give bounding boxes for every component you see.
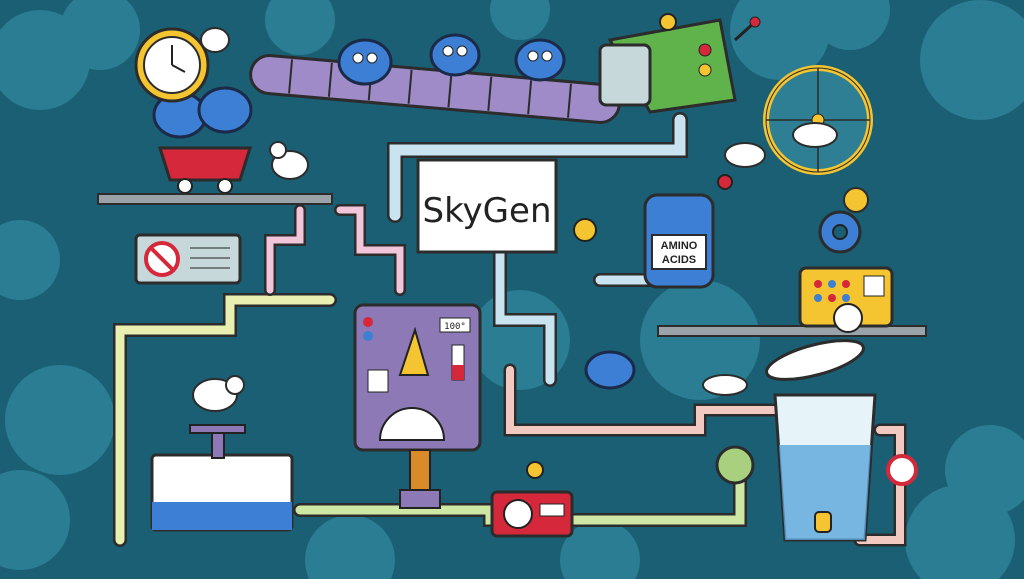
shelves (97, 193, 927, 337)
mine-cart (157, 146, 253, 194)
skygen-sign: SkyGen (416, 158, 558, 254)
blue-creatures (152, 33, 636, 390)
amino-acids-tank: AMINO ACIDS (643, 174, 733, 289)
panel-readout: 100° (444, 322, 466, 332)
lightbulb-icon (573, 218, 597, 242)
pipe-network (113, 112, 907, 547)
tank-label-line2: ACIDS (662, 254, 696, 266)
yellow-control-box (798, 266, 894, 333)
mice (192, 27, 838, 412)
green-valve (715, 445, 755, 485)
gear-icon (818, 187, 869, 254)
clock-icon (134, 27, 210, 103)
glass-jar (765, 339, 918, 542)
green-machine (598, 13, 761, 114)
water-tank-left (150, 424, 294, 532)
tank-label-line1: AMINO (661, 240, 698, 252)
red-meter (490, 461, 574, 538)
hamster-wheel (763, 65, 873, 175)
no-sign (134, 233, 242, 285)
purple-control-panel: 100° (353, 303, 482, 509)
sign-text: SkyGen (423, 191, 552, 231)
